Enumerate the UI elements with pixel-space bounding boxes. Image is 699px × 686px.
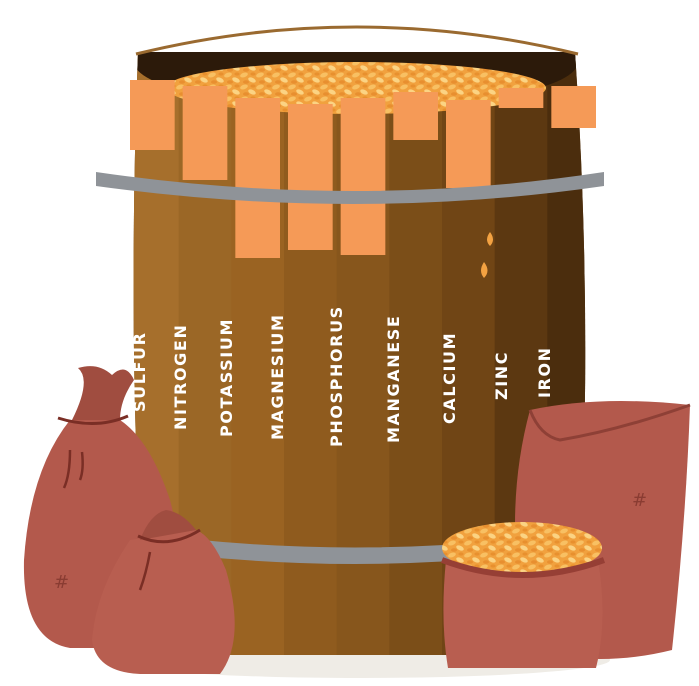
label-iron: IRON bbox=[535, 346, 554, 398]
label-zinc: ZINC bbox=[492, 351, 511, 400]
label-nitrogen: NITROGEN bbox=[171, 324, 190, 430]
stave-top-magnesium bbox=[288, 104, 333, 250]
stave-top-calcium bbox=[446, 100, 491, 188]
label-phosphorus: PHOSPHORUS bbox=[327, 305, 346, 447]
label-manganese: MANGANESE bbox=[384, 315, 403, 443]
svg-text:#: # bbox=[632, 490, 647, 511]
stave-top-zinc bbox=[499, 88, 544, 108]
stave-top-iron bbox=[551, 86, 596, 128]
stave-top-phosphorus bbox=[341, 98, 386, 255]
stave-top-manganese bbox=[393, 92, 438, 140]
label-sulfur: SULFUR bbox=[130, 331, 149, 412]
stave-top-nitrogen bbox=[183, 86, 228, 180]
stave-top-sulfur bbox=[130, 80, 175, 150]
label-calcium: CALCIUM bbox=[440, 332, 459, 424]
label-potassium: POTASSIUM bbox=[217, 318, 236, 437]
sack-open-grain bbox=[442, 522, 604, 668]
stave-top-potassium bbox=[235, 98, 280, 258]
label-magnesium: MAGNESIUM bbox=[268, 313, 287, 440]
barrel-rim bbox=[136, 27, 578, 54]
svg-text:#: # bbox=[54, 572, 69, 593]
